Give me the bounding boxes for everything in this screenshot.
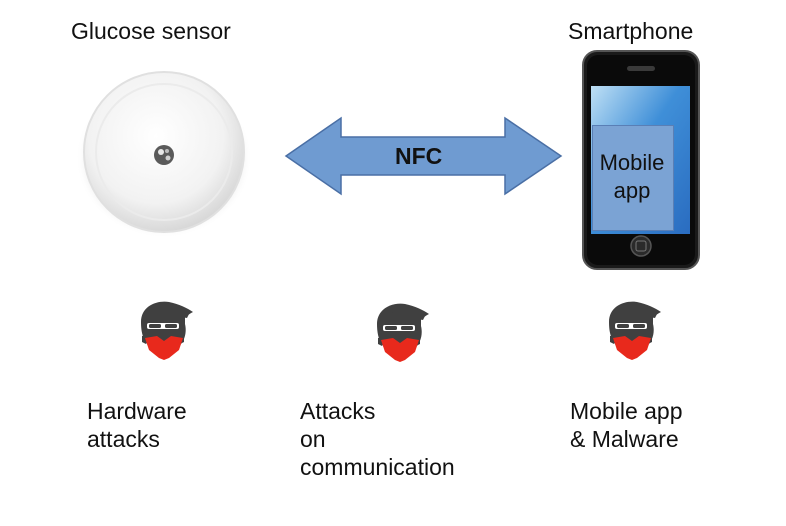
hacker-icon-2 — [377, 303, 429, 362]
attack-label-mobile: Mobile app & Malware — [570, 398, 683, 452]
nfc-arrow — [284, 116, 563, 196]
nfc-label: NFC — [395, 143, 443, 169]
hacker-icon-1 — [141, 301, 193, 360]
sensor-label: Glucose sensor — [71, 18, 231, 44]
attack-label-communication: Attacks on communication — [300, 398, 455, 480]
mobile-app-label: Mobile app — [599, 150, 665, 203]
hacker-icon-3 — [609, 301, 661, 360]
mobile-app-box — [592, 125, 674, 231]
glucose-sensor-icon — [76, 71, 252, 238]
phone-label: Smartphone — [568, 18, 694, 44]
attack-label-hardware: Hardware attacks — [87, 398, 187, 452]
